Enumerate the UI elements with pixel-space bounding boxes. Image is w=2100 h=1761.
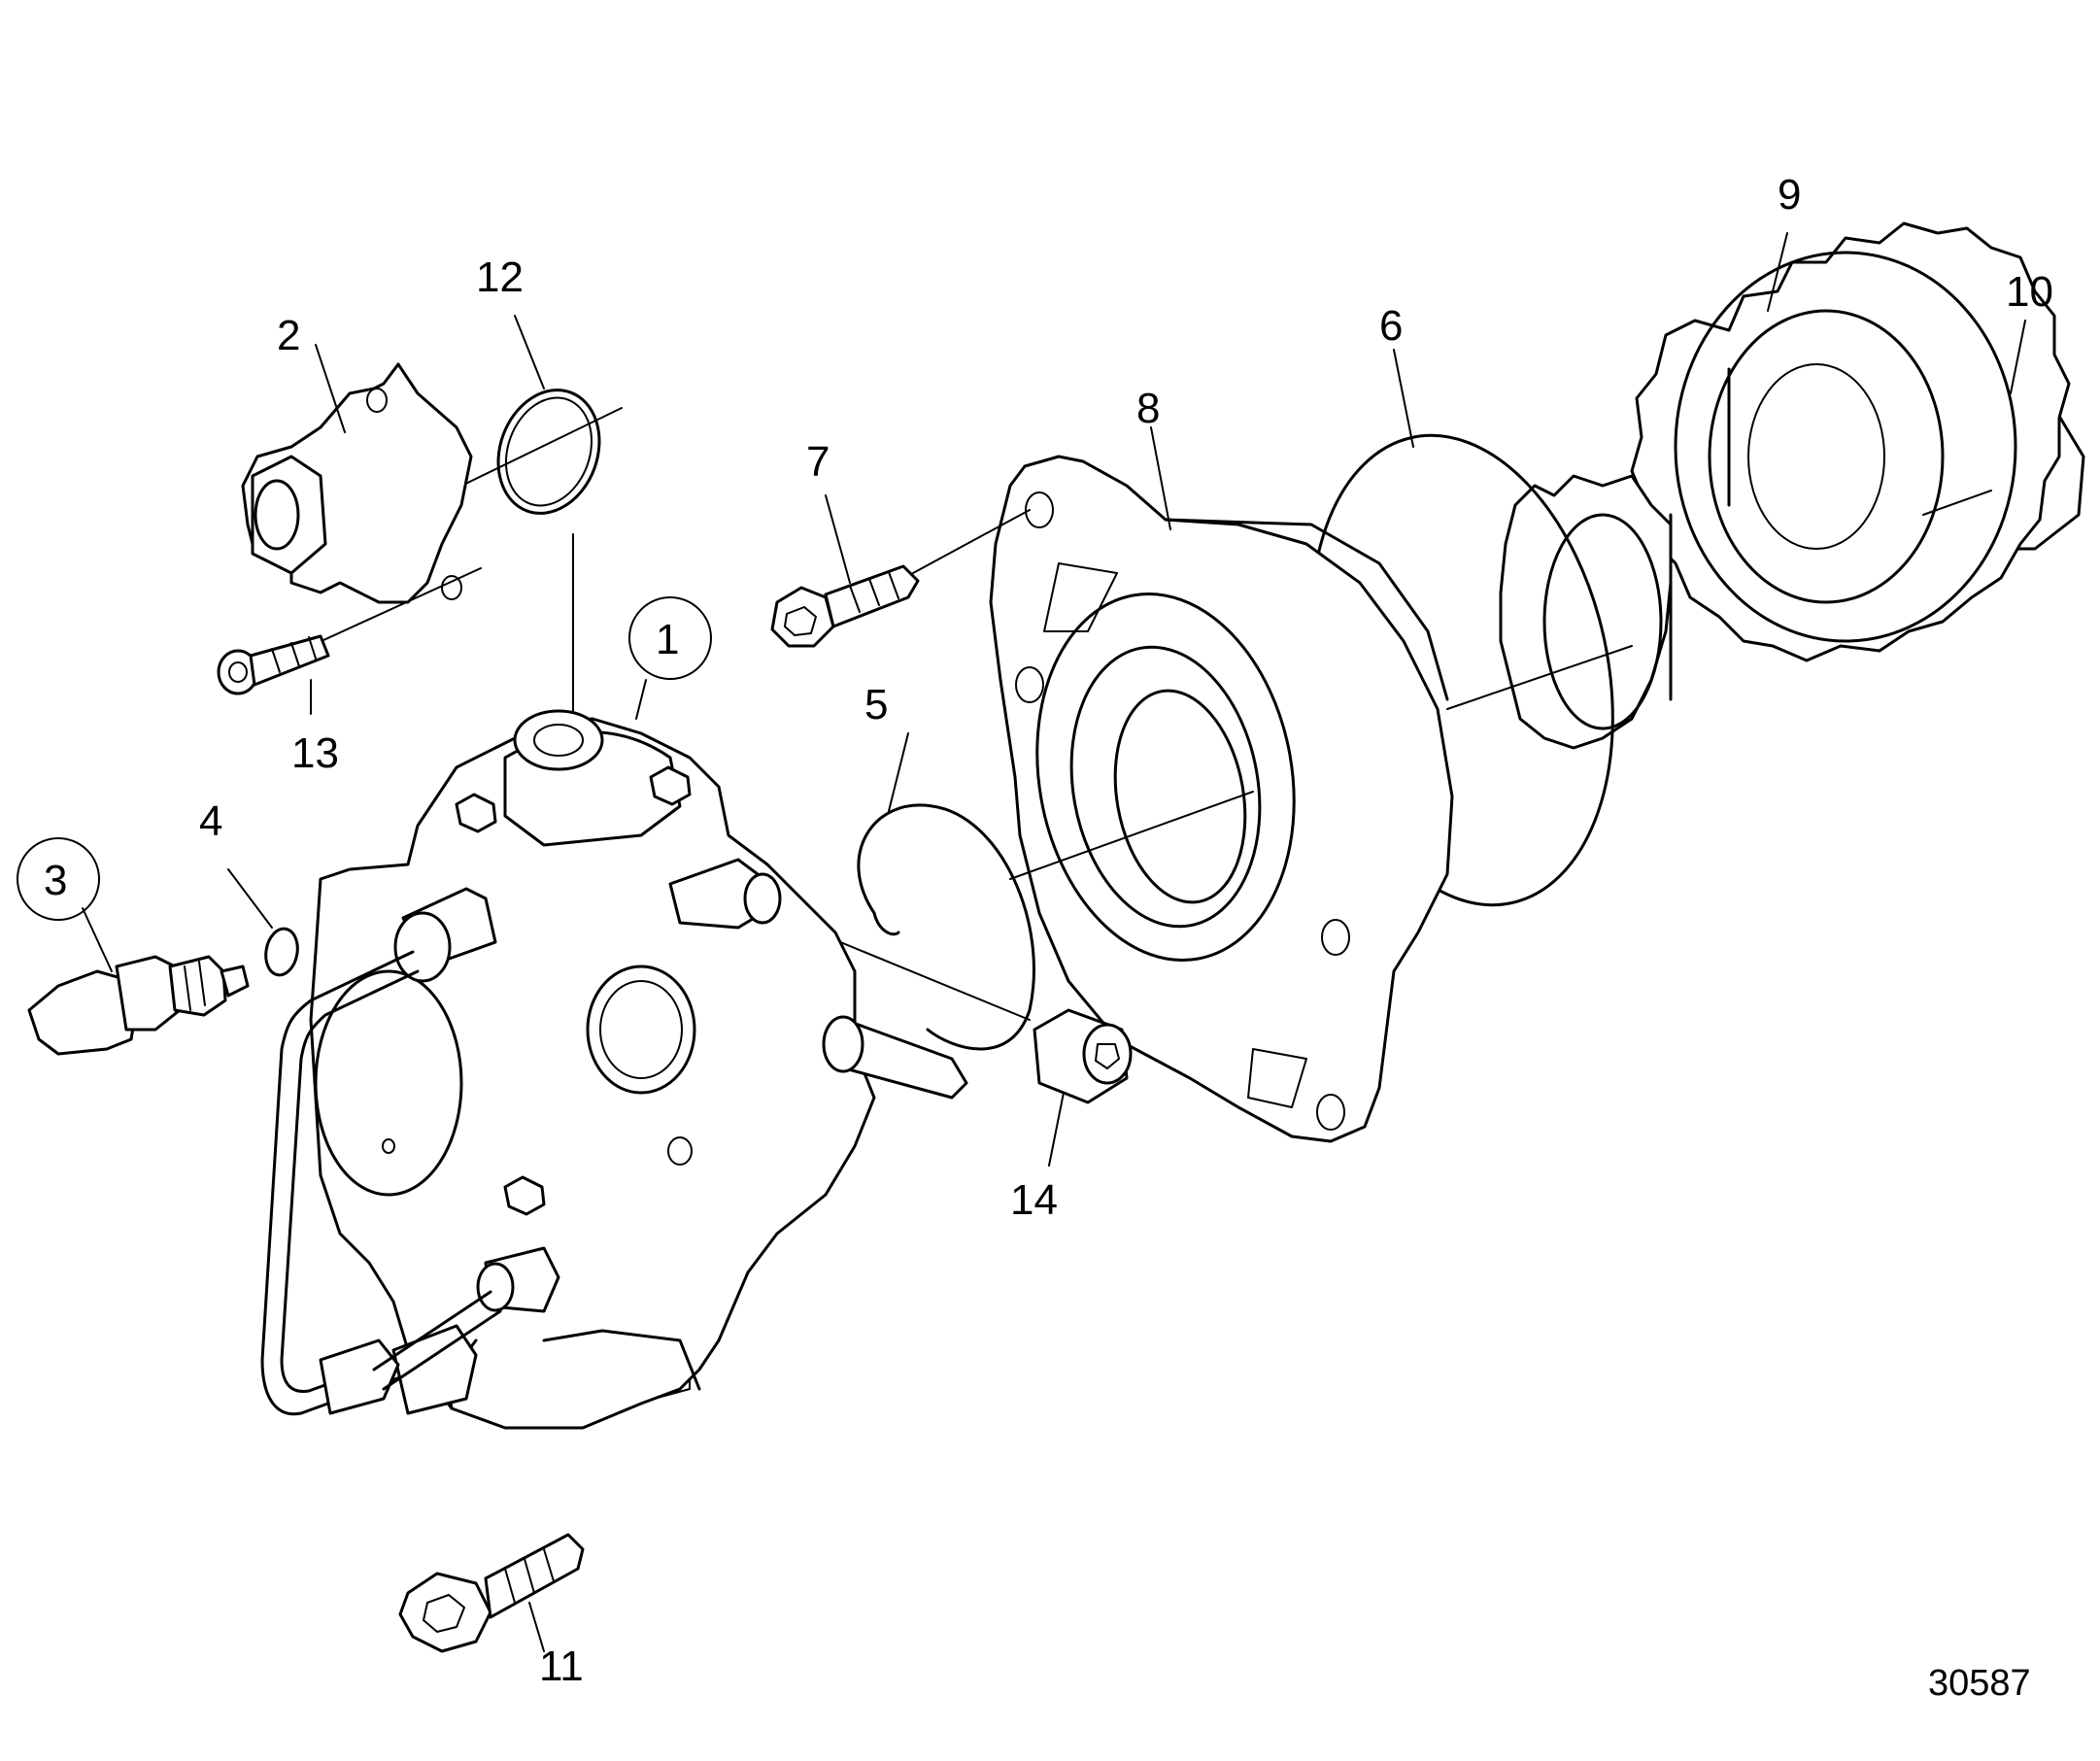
part-1-pump-body [309,709,968,1430]
part-9-gear [1499,221,2071,750]
label-9: 9 [1778,171,1801,219]
label-2: 2 [277,312,300,359]
label-12: 12 [476,254,524,301]
part-11-bolt [398,1533,585,1653]
leader-lines [82,232,2026,1652]
label-8: 8 [1136,385,1160,432]
reference-number: 30587 [1928,1663,2031,1704]
label-14: 14 [1010,1176,1058,1224]
label-4: 4 [199,797,222,845]
label-5: 5 [864,681,888,728]
label-11: 11 [539,1642,584,1690]
part-8-flange-housing [989,455,1454,1143]
label-6: 6 [1379,302,1403,350]
label-1: 1 [656,616,679,663]
part-14-sleeve [1033,1008,1133,1104]
part-12-o-ring [496,389,601,515]
label-10: 10 [2006,268,2053,316]
part-4-o-ring [264,927,299,977]
label-7: 7 [806,438,830,486]
label-13: 13 [291,729,339,777]
callout-circle-3 [17,837,100,921]
part-5-o-ring [857,803,1035,1051]
part-3-sensor [27,955,250,1056]
part-7-bolt [770,564,920,648]
label-3: 3 [44,857,67,904]
fuel-pipe [260,950,560,1416]
part-13-bolt [217,634,330,695]
callout-circle-1 [628,596,712,680]
part-2-cover [241,362,473,604]
